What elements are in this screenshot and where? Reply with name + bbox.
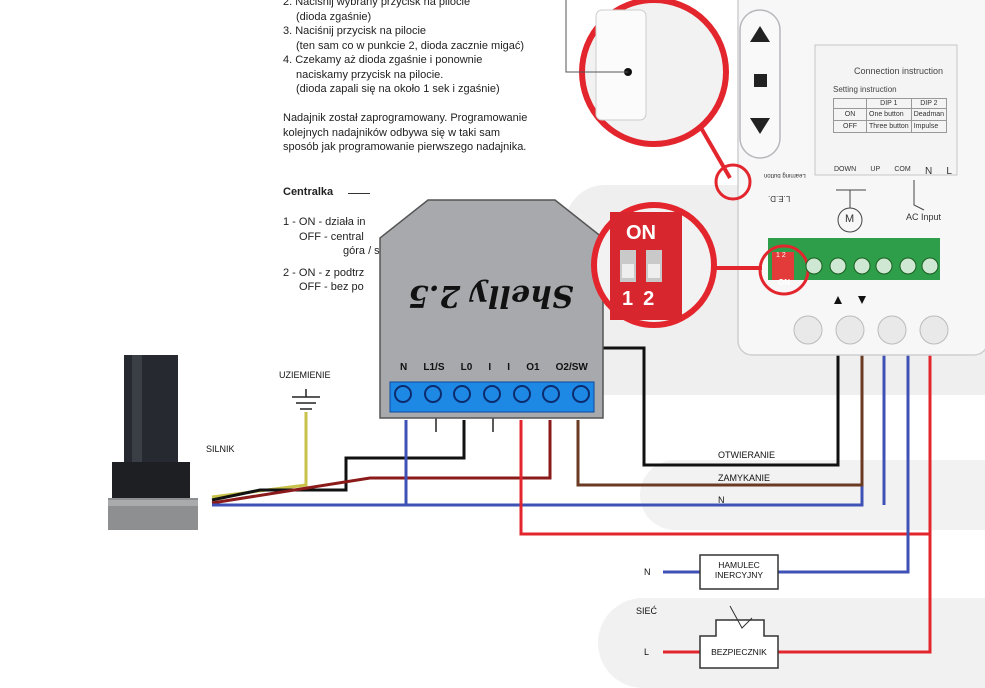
bg-panel-mid — [640, 460, 985, 530]
wire-darkred-motor — [211, 420, 552, 505]
step-4-text: 4. Czekamy aż dioda zgaśnie i ponownie — [283, 54, 483, 66]
terminal-screw — [571, 385, 590, 403]
terminal-screw — [482, 385, 501, 403]
led-highlight-circle — [714, 163, 752, 201]
zoom-circle-led — [565, 0, 729, 147]
step-3-note: (ten sam co w punkcie 2, dioda zacznie m… — [296, 39, 525, 52]
zoom-dip-on: ON — [626, 222, 656, 244]
dip-small-nums: 1 2 — [776, 252, 786, 259]
shelly-terminal-screws — [394, 385, 590, 403]
wire-red-bezpiecznik-out — [778, 534, 932, 654]
ac-input-label: AC Input — [906, 212, 942, 222]
paragraph-line: Nadajnik został zaprogramowany. Programo… — [283, 112, 528, 124]
zoom-circle-dip — [591, 202, 717, 328]
dip-value: Impulse — [910, 120, 948, 133]
dip1-off-text: OFF - central — [299, 230, 364, 243]
label-l: L — [946, 166, 952, 177]
motor-m-label: M — [845, 213, 855, 225]
step-4-text-cont: naciskamy przycisk na pilocie. — [296, 68, 444, 81]
wire-brown-zamykanie — [576, 300, 864, 487]
setting-instruction-title: Setting instruction — [833, 85, 897, 94]
terminal-label-l1s: L1/S — [423, 362, 445, 373]
dip1-off-text-cont: góra / s — [343, 245, 380, 257]
controller-arrow-markers — [834, 296, 866, 304]
wire-red-l — [519, 298, 932, 536]
label-n-wire: N — [718, 495, 725, 505]
bezpiecznik-link — [729, 605, 753, 629]
dip-settings-table: DIP 1 DIP 2 ON One button Deadman OFF Th… — [833, 98, 948, 133]
wire-black-motor — [211, 420, 466, 502]
controller-terminal-screws — [805, 257, 939, 275]
terminal-label-i1: I — [488, 362, 492, 373]
terminal-label-o2sw: O2/SW — [555, 362, 588, 373]
label-silnik: SILNIK — [206, 444, 235, 454]
step-2-text: 2. Naciśnij wybrany przycisk na pilocie — [283, 0, 471, 8]
dip-small-on: ON — [778, 278, 790, 287]
centralka-heading: Centralka — [283, 186, 334, 198]
centralka-options: 1 - ON - działa in OFF - central góra / … — [283, 215, 383, 295]
instruction-steps: 2. Naciśnij wybrany przycisk na pilocie … — [283, 0, 573, 97]
dip-state: OFF — [833, 120, 867, 133]
paragraph-line: sposób jak programowanie pierwszego nada… — [283, 141, 527, 153]
ground-symbol — [292, 389, 320, 410]
instruction-paragraph: Nadajnik został zaprogramowany. Programo… — [283, 111, 573, 155]
label-siec: SIEĆ — [636, 606, 658, 616]
dip-value: Three button — [866, 120, 912, 133]
label-otwieranie: OTWIERANIE — [718, 450, 776, 460]
dip-header: DIP 2 — [910, 98, 948, 109]
dip-value: Deadman — [910, 108, 948, 121]
label-l-siec: L — [644, 647, 650, 657]
shelly-tab-lines — [435, 418, 494, 432]
terminal-label-o1: O1 — [526, 362, 540, 373]
terminal-screw — [423, 385, 442, 403]
terminal-screw — [394, 385, 412, 403]
label-com: COM — [894, 166, 911, 173]
shelly-logo: Shelly 2.5 — [408, 278, 574, 313]
step-3-text: 3. Naciśnij przycisk na pilocie — [283, 25, 427, 37]
label-hamulec: HAMULEC INERCYJNY — [714, 560, 764, 580]
terminal-screw — [542, 385, 561, 403]
connection-instruction-title: Connection instruction — [854, 66, 944, 76]
label-down: DOWN — [834, 166, 857, 173]
zoom-dip-nums: 12 — [622, 288, 665, 310]
terminal-screw — [453, 385, 472, 403]
zoom-link-led — [698, 125, 732, 179]
terminal-label-n: N — [400, 362, 408, 373]
controller-terminal-labels: DOWN UP COM N L — [834, 166, 952, 177]
motor-image — [108, 355, 198, 530]
terminal-screw — [512, 385, 531, 403]
label-n: N — [924, 166, 933, 177]
dip1-on-text: 1 - ON - działa in — [283, 216, 366, 228]
paragraph-line: kolejnych nadajników odbywa się w taki s… — [283, 126, 501, 139]
dip2-off-text: OFF - bez po — [299, 281, 364, 293]
step-2-note: (dioda zgaśnie) — [296, 10, 372, 23]
wire-yellow-ground — [211, 412, 308, 499]
wire-blue-hamulec-out — [778, 298, 910, 574]
label-uziemienie: UZIEMIENIE — [279, 370, 331, 380]
shelly-module — [379, 199, 604, 419]
label-n-siec: N — [644, 567, 651, 577]
centralka-divider — [348, 193, 370, 194]
dip2-on-text: 2 - ON - z podtrz — [283, 266, 365, 279]
led-label: L.E.D. — [768, 194, 791, 203]
terminal-label-l0: L0 — [460, 362, 473, 373]
terminal-label-i2: I — [507, 362, 511, 373]
label-up: UP — [870, 166, 881, 173]
dip-header: DIP 1 — [866, 98, 912, 109]
bg-panel-bottom — [598, 598, 985, 688]
bezpiecznik-box — [699, 619, 779, 669]
shelly-terminal-labels: N L1/S L0 I I O1 O2/SW — [392, 362, 596, 373]
label-bezpiecznik: BEZPIECZNIK — [711, 647, 767, 657]
label-zamykanie: ZAMYKANIE — [718, 473, 771, 483]
learning-button-label: Learning button — [764, 172, 806, 178]
dip-state: ON — [833, 108, 867, 121]
hamulec-box — [699, 554, 779, 590]
step-4-note: (dioda zapali się na około 1 sek i zgaśn… — [296, 83, 500, 95]
dip-value: One button — [866, 108, 912, 121]
